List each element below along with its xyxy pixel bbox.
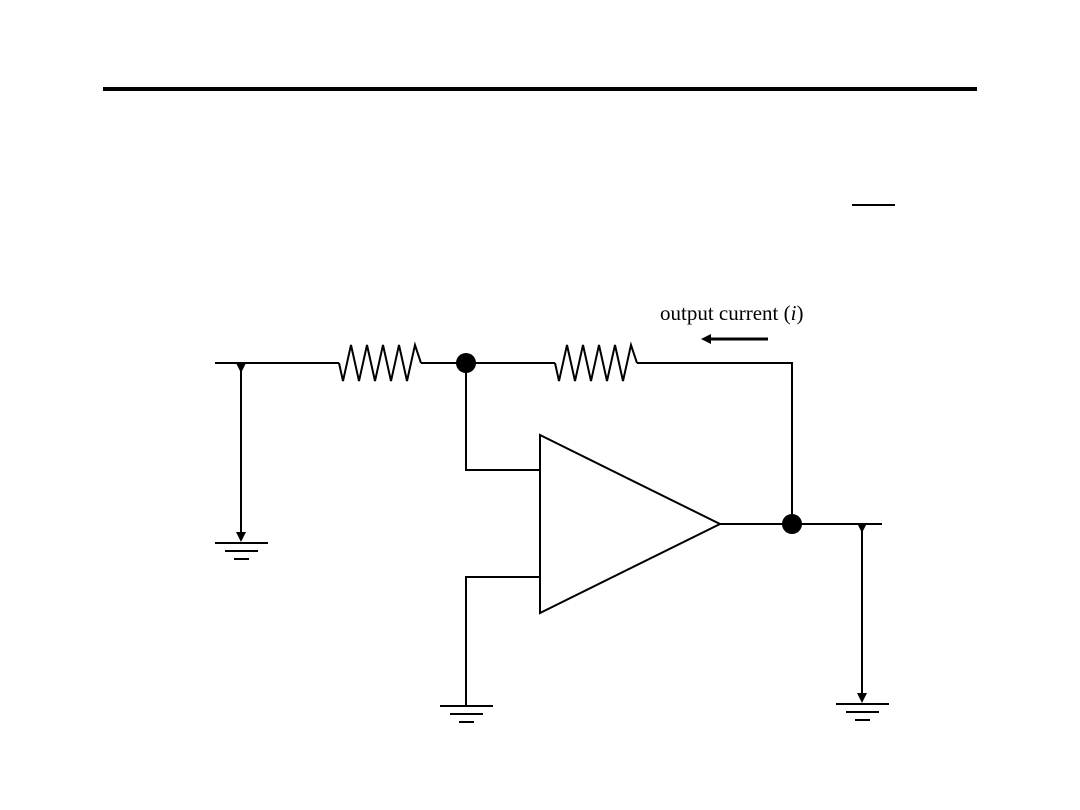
feedback-resistor (554, 341, 638, 382)
feedback-wire (637, 362, 793, 524)
current-symbol: i (790, 301, 797, 325)
output-current-label: output current (i) (660, 300, 803, 326)
current-label-suffix: ) (796, 301, 804, 325)
ground-icon-input (215, 542, 268, 560)
noninverting-input-wire (465, 576, 540, 706)
ground-icon-output (836, 703, 889, 721)
current-label-prefix: output current ( (660, 301, 791, 325)
op-amp-symbol (539, 433, 723, 615)
input-resistor (338, 341, 422, 382)
output-junction-dot (782, 514, 802, 534)
inverting-junction-dot (456, 353, 476, 373)
inverting-input-wire (465, 363, 540, 471)
ground-icon-opamp (440, 705, 493, 723)
